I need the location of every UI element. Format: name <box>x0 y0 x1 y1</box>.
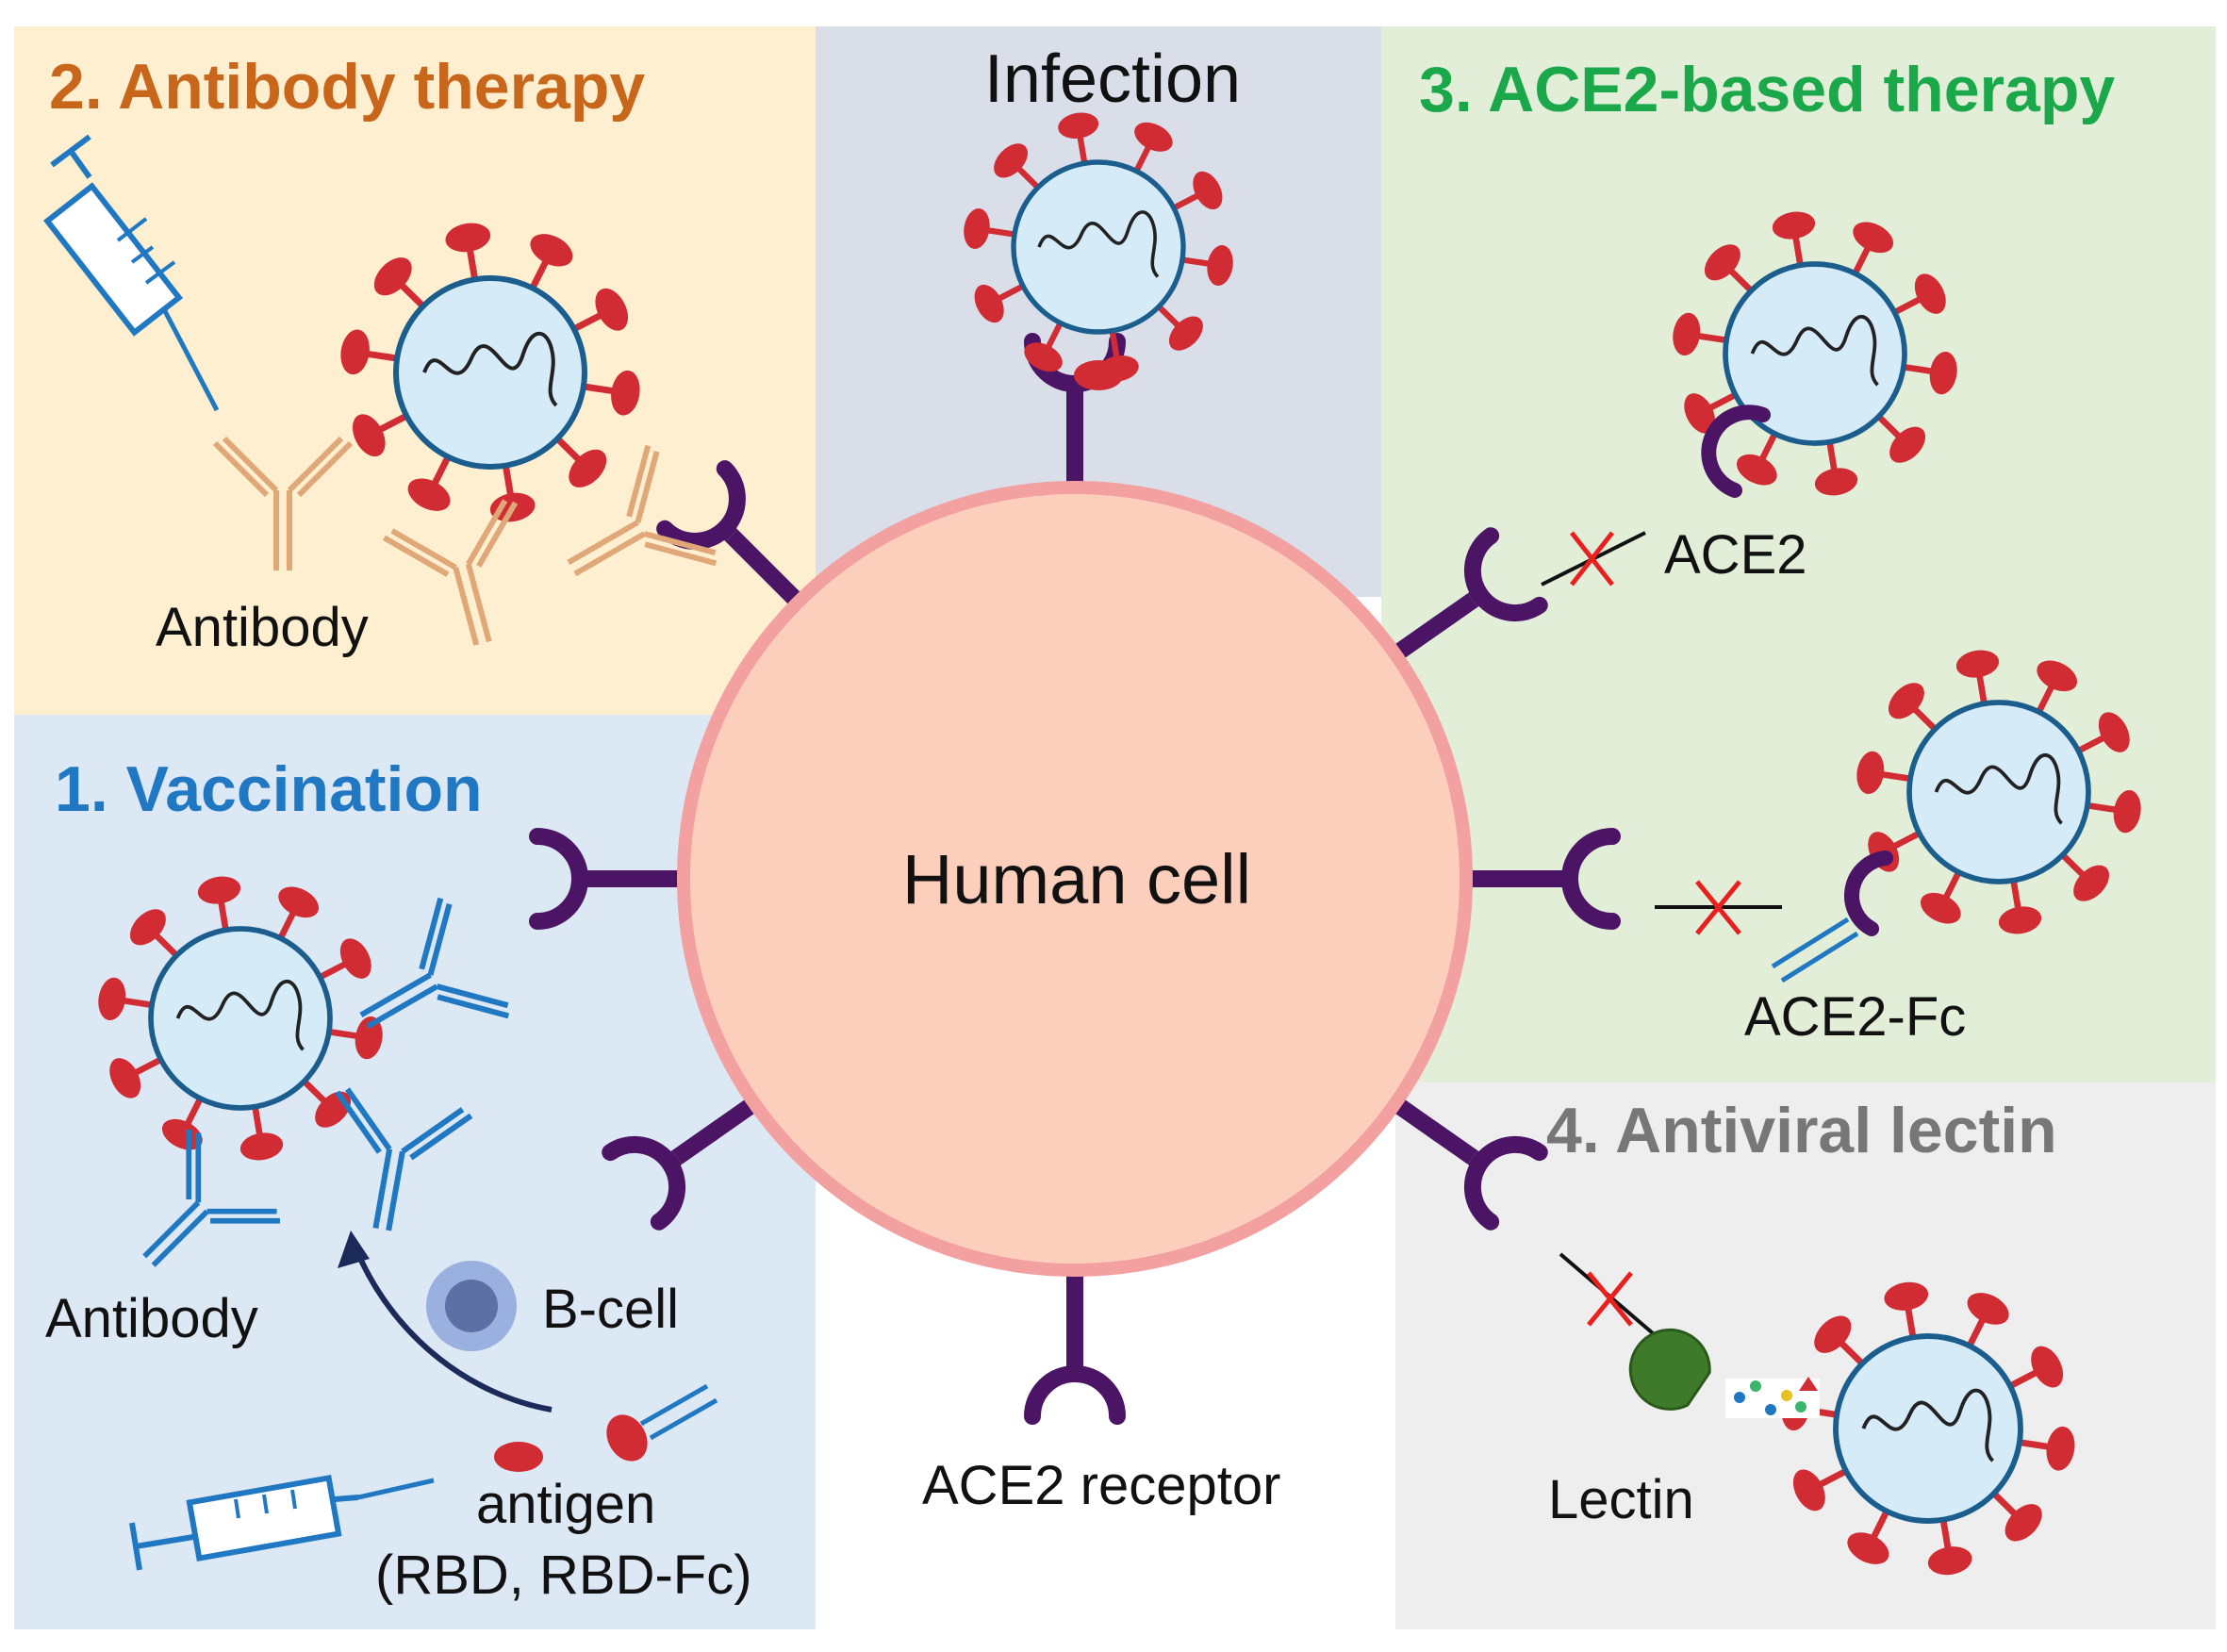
arrow-head <box>338 1231 370 1268</box>
block-x-icon <box>1695 880 1741 935</box>
antibody-icon <box>383 499 519 646</box>
ace2-label: ACE2 <box>1664 524 1807 586</box>
antibody-therapy-antibody-label: Antibody <box>156 597 369 658</box>
antigen-detail-label: (RBD, RBD-Fc) <box>375 1545 752 1606</box>
ace2-fc-stem <box>1771 917 1859 983</box>
antibody-icon <box>567 444 718 577</box>
antibody-group <box>142 436 718 1267</box>
ace2-therapy-panel <box>1381 26 2216 1082</box>
rbd-fc-antigen <box>606 1414 648 1462</box>
vaccination-antibody-label: Antibody <box>45 1288 258 1349</box>
ace2-receptor-label: ACE2 receptor <box>922 1455 1280 1516</box>
ace2-therapy-title: 3. ACE2-based therapy <box>1419 54 2115 125</box>
antigen-label: antigen <box>476 1474 655 1535</box>
spike-protein <box>1074 360 1123 390</box>
antibody-icon <box>359 897 510 1030</box>
b-cell-nucleus <box>445 1280 498 1332</box>
glycan-chain <box>1725 1377 1820 1418</box>
soluble-ace2 <box>1701 405 1771 498</box>
lectin-panel <box>1395 1082 2216 1629</box>
receptor-icon <box>1032 1275 1117 1416</box>
vaccination-title: 1. Vaccination <box>55 753 483 825</box>
lectin-label: Lectin <box>1548 1469 1694 1530</box>
b-cell-label: B-cell <box>542 1279 679 1340</box>
antibody-therapy-title: 2. Antibody therapy <box>49 51 645 123</box>
syringe-icon <box>42 134 220 412</box>
ace2-fc-head <box>1844 851 1893 936</box>
infection-title: Infection <box>984 41 1241 117</box>
ace2-fc-label: ACE2-Fc <box>1744 986 1966 1048</box>
antibody-icon <box>212 436 354 570</box>
antibody-icon <box>142 1130 280 1267</box>
lectin-icon <box>1628 1328 1711 1411</box>
rbd-fc-stem <box>639 1383 718 1441</box>
syringe-icon <box>129 1474 435 1571</box>
human-cell-label: Human cell <box>902 840 1251 918</box>
lectin-title: 4. Antiviral lectin <box>1546 1095 2057 1166</box>
antibody-icon <box>335 1087 473 1231</box>
block-x-icon <box>1570 531 1614 586</box>
rbd-antigen <box>494 1442 543 1472</box>
human-cell <box>677 481 1473 1277</box>
differentiation-arrow <box>355 1252 553 1412</box>
block-x-icon <box>1587 1271 1633 1327</box>
